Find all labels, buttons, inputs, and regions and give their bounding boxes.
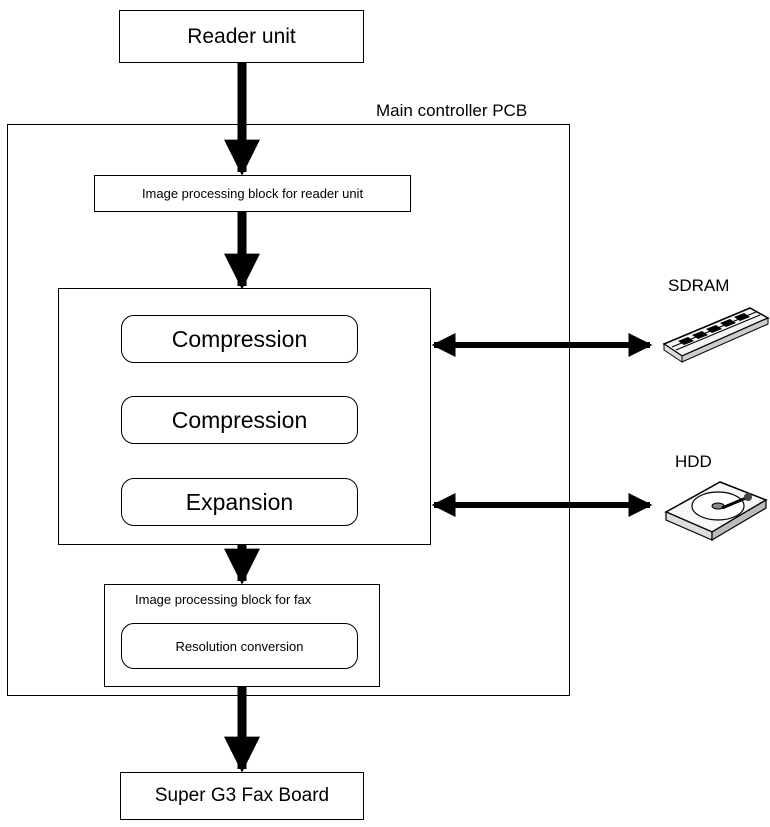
fax-board-box: Super G3 Fax Board bbox=[120, 772, 364, 820]
hdd-icon bbox=[664, 481, 768, 542]
compression-label-2: Compression bbox=[171, 406, 308, 433]
compression-box-2: Compression bbox=[121, 396, 358, 444]
expansion-label: Expansion bbox=[185, 488, 294, 515]
compression-box-1: Compression bbox=[121, 315, 358, 363]
main-controller-frame bbox=[7, 124, 570, 696]
image-block-reader-label: Image processing block for reader unit bbox=[141, 186, 364, 201]
resolution-conversion-label: Resolution conversion bbox=[175, 638, 304, 654]
expansion-box: Expansion bbox=[121, 478, 358, 526]
image-block-reader: Image processing block for reader unit bbox=[94, 175, 411, 212]
hdd-label: HDD bbox=[675, 452, 712, 471]
reader-unit-label: Reader unit bbox=[187, 24, 296, 48]
main-controller-label: Main controller PCB bbox=[376, 101, 528, 120]
sdram-icon bbox=[662, 307, 770, 363]
resolution-conversion-box: Resolution conversion bbox=[121, 623, 358, 669]
image-block-fax-label: Image processing block for fax bbox=[135, 592, 312, 607]
fax-board-label: Super G3 Fax Board bbox=[154, 785, 330, 806]
reader-unit-box: Reader unit bbox=[119, 10, 364, 63]
sdram-label: SDRAM bbox=[668, 276, 730, 295]
compression-label-1: Compression bbox=[171, 325, 308, 352]
